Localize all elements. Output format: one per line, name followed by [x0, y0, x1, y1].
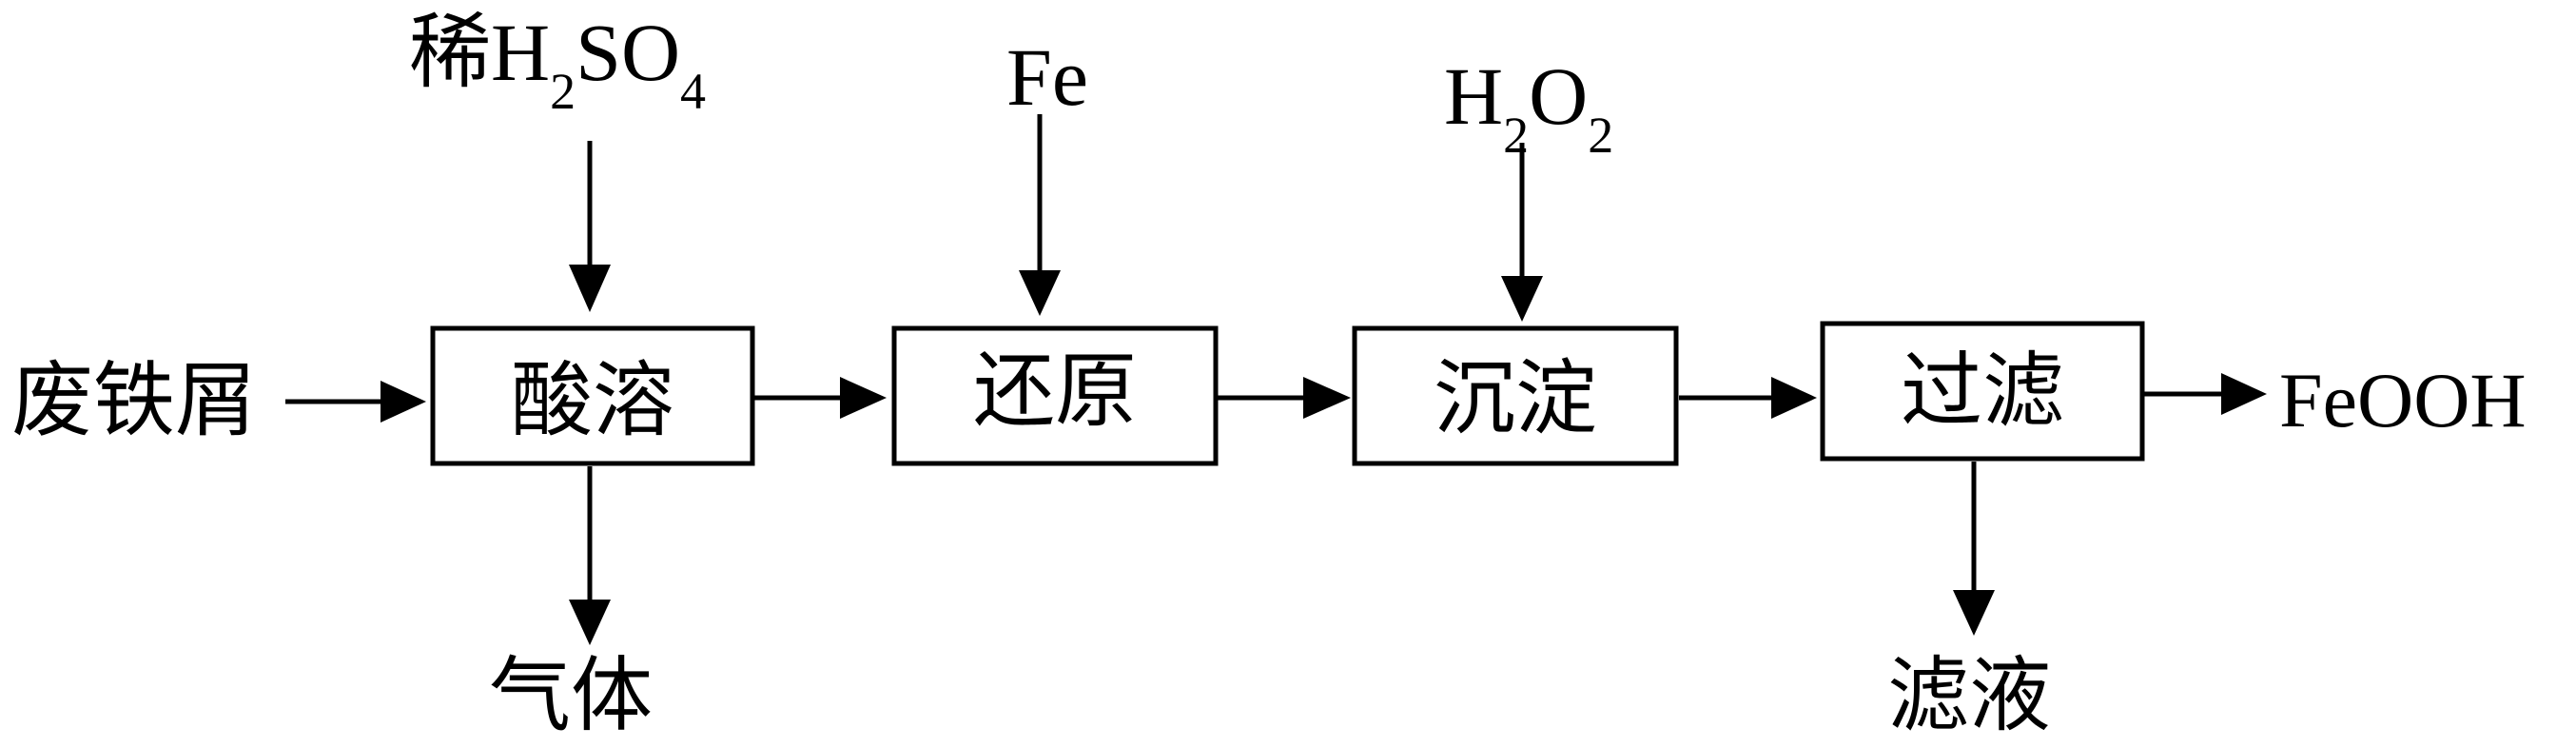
step-reduction-label: 还原 — [973, 345, 1137, 437]
arrow-precipitate-to-filter — [1679, 377, 1817, 419]
arrow-acid-into-dissolve — [569, 141, 611, 312]
arrow-dissolve-to-gas — [569, 466, 611, 645]
arrow-input-to-acid-dissolve — [285, 381, 426, 423]
arrow-reduce-to-precipitate — [1218, 377, 1351, 419]
step-acid-dissolve-box — [430, 325, 755, 466]
arrow-iron-into-reduction — [1019, 114, 1061, 316]
step-precipitation-box — [1352, 325, 1679, 466]
arrow-filter-to-product — [2144, 373, 2267, 415]
step-acid-dissolve: 酸溶 — [430, 325, 755, 466]
step-reduction: 还原 — [891, 325, 1219, 466]
step-precipitation-label: 沉淀 — [1434, 353, 1597, 444]
step-filtration-label: 过滤 — [1901, 345, 2064, 437]
input-waste-iron-label: 废铁屑 — [11, 355, 257, 446]
formula-sub-4: 4 — [680, 63, 706, 120]
formula-h: H — [491, 7, 550, 98]
formula-sub-2: 2 — [1503, 107, 1529, 164]
formula-sub-2: 2 — [1588, 107, 1613, 164]
step-reduction-box — [891, 325, 1219, 466]
step-precipitation: 沉淀 — [1352, 325, 1679, 466]
step-filtration-box — [1820, 321, 2145, 462]
reagent-dilute-prefix: 稀 — [409, 7, 491, 98]
byproduct-filtrate-label: 滤液 — [1887, 650, 2051, 741]
step-filtration: 过滤 — [1820, 321, 2145, 462]
reagent-iron: Fe — [1006, 31, 1088, 123]
formula-so: SO — [576, 7, 680, 98]
formula-sub-2: 2 — [550, 63, 576, 120]
byproduct-gas-label: 气体 — [489, 650, 653, 741]
arrow-dissolve-to-reduce — [754, 377, 887, 419]
reagent-dilute-sulfuric-acid: 稀H2SO4 — [409, 7, 706, 120]
reagent-hydrogen-peroxide: H2O2 — [1444, 50, 1613, 164]
product-feooh-label: FeOOH — [2279, 357, 2527, 443]
formula-o: O — [1529, 50, 1588, 142]
arrow-peroxide-into-precipitation — [1501, 143, 1543, 322]
step-acid-dissolve-label: 酸溶 — [511, 355, 674, 446]
arrow-filter-to-filtrate — [1953, 462, 1995, 636]
formula-h: H — [1444, 50, 1503, 142]
